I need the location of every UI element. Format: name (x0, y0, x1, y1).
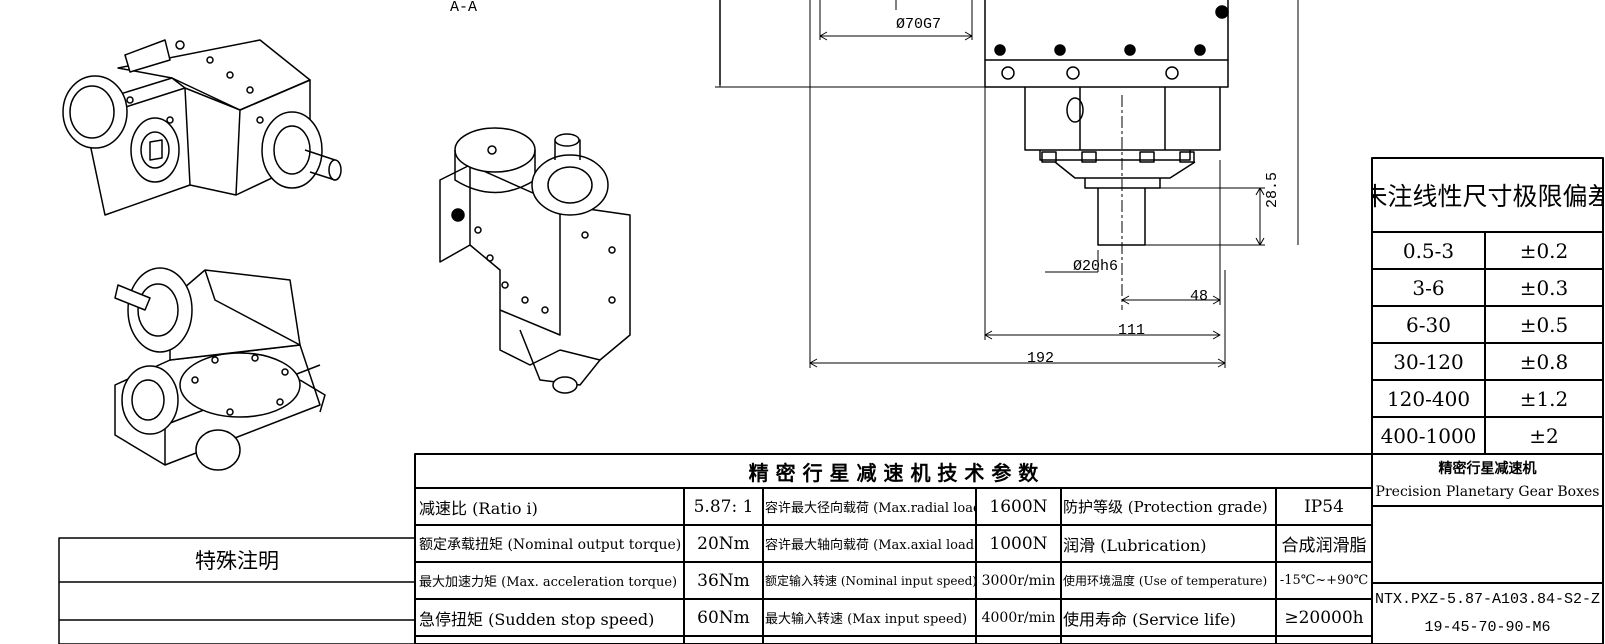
dim-shaft-length: 28.5 (1263, 171, 1281, 208)
tolerance-value: ±0.5 (1519, 312, 1569, 337)
spec-nominal-speed-value: 3000r/min (981, 572, 1056, 589)
notes-title: 特殊注明 (195, 549, 279, 573)
dim-48: 48 (1190, 287, 1209, 305)
spec-temperature-label: 使用环境温度 (Use of temperature) (1063, 574, 1268, 588)
tolerance-table-grid (1371, 157, 1604, 455)
title-block-grid (1371, 453, 1604, 644)
title-block-model-line2: 19-45-70-90-M6 (1424, 618, 1551, 636)
spec-max-speed-label: 最大输入转速 (Max input speed) (765, 612, 968, 627)
notes-box-grid (58, 537, 416, 644)
spec-protection-label: 防护等级 (Protection grade) (1063, 498, 1268, 516)
dim-111: 111 (1118, 321, 1146, 339)
spec-nominal-torque-label: 额定承载扭矩 (Nominal output torque) (419, 536, 682, 553)
tolerance-value: ±1.2 (1519, 386, 1569, 411)
dim-192: 192 (1027, 349, 1055, 367)
spec-max-speed-value: 4000r/min (981, 609, 1056, 626)
spec-radial-load-value: 1600N (989, 496, 1048, 517)
iso-view-3 (439, 127, 631, 394)
spec-axial-load-value: 1000N (989, 533, 1048, 554)
spec-sudden-stop-label: 急停扭矩 (Sudden stop speed) (419, 609, 655, 629)
spec-lubrication-label: 润滑 (Lubrication) (1063, 535, 1207, 555)
dim-bore: Ø70G7 (896, 15, 942, 33)
spec-nominal-speed-label: 额定输入转速 (Nominal input speed) (765, 574, 975, 588)
tolerance-value: ±0.2 (1519, 238, 1569, 263)
dim-shaft: Ø20h6 (1073, 257, 1119, 275)
title-block-model-line1: NTX.PXZ-5.87-A103.84-S2-Z (1374, 590, 1601, 608)
spec-ratio-label: 减速比 (Ratio i) (419, 498, 538, 518)
spec-service-life-value: ≥20000h (1284, 607, 1364, 628)
spec-accel-torque-label: 最大加速力矩 (Max. acceleration torque) (419, 575, 678, 590)
tolerance-table-title: 未注线性尺寸极限偏差 (1372, 182, 1603, 211)
title-block-name-en: Precision Planetary Gear Boxes (1375, 484, 1600, 500)
section-label: A-A (450, 0, 478, 14)
tolerance-range: 400-1000 (1380, 423, 1477, 448)
spec-axial-load-label: 容许最大轴向载荷 (Max.axial load) (765, 538, 975, 553)
tolerance-range: 0.5-3 (1402, 238, 1455, 263)
tolerance-value: ±0.3 (1519, 275, 1569, 300)
section-view (715, 0, 1299, 368)
spec-nominal-torque-value: 20Nm (697, 533, 750, 554)
spec-temperature-value: -15℃~+90℃ (1279, 573, 1369, 588)
tolerance-range: 120-400 (1386, 386, 1471, 411)
spec-protection-value: IP54 (1304, 496, 1344, 517)
iso-view-1 (62, 39, 342, 216)
spec-lubrication-value: 合成润滑脂 (1281, 536, 1367, 556)
spec-radial-load-label: 容许最大径向载荷 (Max.radial load) (765, 501, 975, 516)
title-block-name-cn: 精密行星减速机 (1438, 461, 1537, 477)
iso-view-2 (114, 267, 326, 471)
tolerance-range: 3-6 (1412, 275, 1445, 300)
tolerance-value: ±0.8 (1519, 349, 1569, 374)
spec-sudden-stop-value: 60Nm (697, 607, 750, 628)
tolerance-value: ±2 (1529, 423, 1559, 448)
specs-table-title: 精 密 行 星 减 速 机 技 术 参 数 (748, 460, 1039, 485)
spec-ratio-value: 5.87: 1 (693, 496, 754, 517)
tolerance-range: 6-30 (1406, 312, 1451, 337)
spec-accel-torque-value: 36Nm (697, 570, 750, 591)
tolerance-range: 30-120 (1393, 349, 1464, 374)
spec-service-life-label: 使用寿命 (Service life) (1063, 609, 1236, 629)
